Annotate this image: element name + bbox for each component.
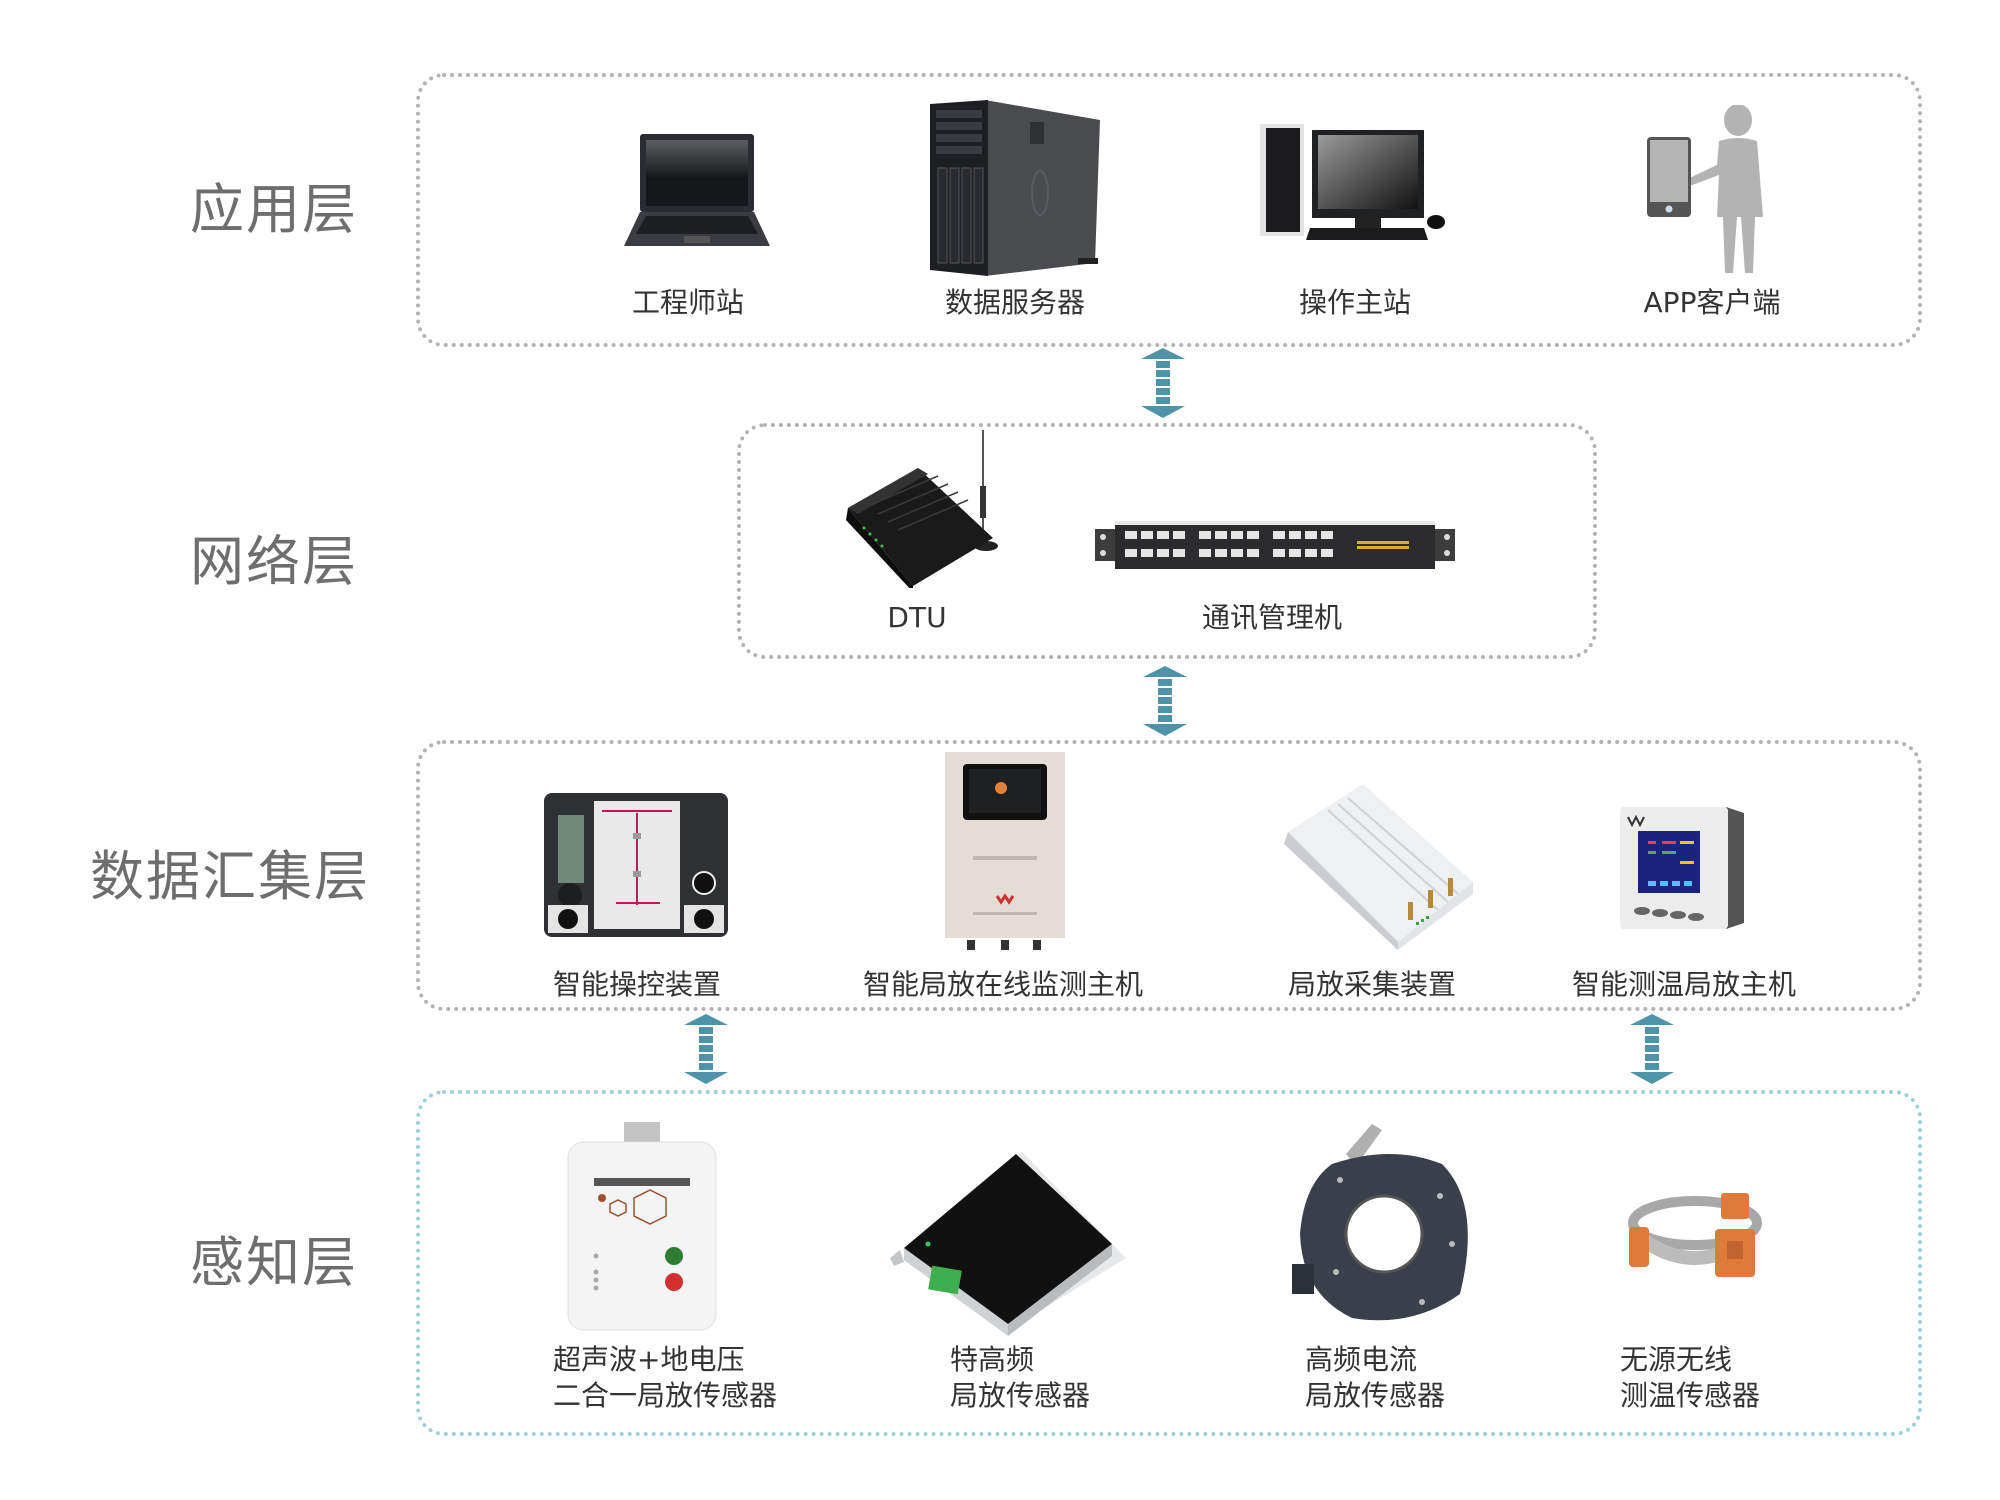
pd-acquisition-device-label: 局放采集装置 [1287, 968, 1457, 1001]
ultrasonic-tev-sensor [564, 1122, 720, 1332]
network-layer-label: 网络层 [190, 530, 358, 593]
wireless-temp-sensor-icon [1628, 1193, 1762, 1277]
application-layer-box [416, 73, 1922, 347]
ultrasonic-tev-sensor-label-line1: 超声波+地电压 [552, 1343, 745, 1376]
uhf-sensor-label-line2: 局放传感器 [949, 1379, 1091, 1413]
communication-manager [1095, 519, 1455, 571]
operator-station [1260, 122, 1450, 242]
hfct-sensor [1292, 1124, 1478, 1328]
uhf-sensor-label: 特高频 局放传感器 [950, 1342, 1090, 1415]
hfct-sensor-icon [1292, 1124, 1468, 1321]
wireless-temp-sensor-label: 无源无线 测温传感器 [1620, 1342, 1760, 1415]
communication-manager-label: 通讯管理机 [1201, 601, 1343, 634]
dtu-label: DTU [887, 601, 947, 634]
smart-control-device-label: 智能操控装置 [552, 968, 722, 1001]
temp-pd-host [1618, 805, 1748, 929]
uhf-sensor-icon [890, 1152, 1126, 1336]
ultrasonic-tev-sensor-label: 超声波+地电压 二合一局放传感器 [553, 1342, 777, 1415]
network-layer-box [737, 423, 1597, 659]
temperature-monitor-icon [1620, 807, 1744, 929]
desktop-computer-icon [1260, 124, 1445, 240]
hfct-sensor-label: 高频电流 局放传感器 [1305, 1342, 1445, 1415]
hfct-sensor-label-line1: 高频电流 [1304, 1343, 1418, 1376]
uhf-sensor-label-line1: 特高频 [949, 1343, 1035, 1376]
laptop-icon [624, 134, 770, 246]
wireless-temp-sensor-label-line2: 测温传感器 [1619, 1379, 1761, 1413]
person-with-phone-icon [1647, 105, 1763, 273]
hfct-sensor-label-line2: 局放传感器 [1304, 1379, 1446, 1413]
application-layer-label: 应用层 [190, 178, 358, 241]
rack-switch-icon [1095, 521, 1455, 569]
ultrasonic-tev-sensor-icon [567, 1122, 717, 1331]
data-collection-layer-box [416, 740, 1922, 1011]
engineer-station [622, 130, 772, 250]
engineer-station-label: 工程师站 [631, 286, 745, 319]
data-collection-layer-label: 数据汇集层 [90, 845, 370, 908]
sensing-layer-box [416, 1090, 1922, 1436]
bidirectional-arrow-icon [1630, 1014, 1674, 1084]
aluminum-collector-icon [1284, 784, 1473, 950]
operator-station-label: 操作主站 [1298, 286, 1412, 319]
app-client [1647, 105, 1777, 277]
wireless-temp-sensor [1625, 1183, 1765, 1293]
dtu [828, 428, 998, 588]
uhf-sensor [890, 1148, 1130, 1336]
pd-online-monitoring-host [943, 752, 1067, 956]
smart-control-device [544, 793, 728, 937]
pd-acquisition-device [1268, 782, 1478, 952]
wireless-temp-sensor-label-line1: 无源无线 [1619, 1343, 1733, 1376]
sensing-layer-label: 感知层 [190, 1231, 358, 1294]
pd-online-monitoring-host-label: 智能局放在线监测主机 [862, 968, 1144, 1001]
data-server-label: 数据服务器 [944, 286, 1086, 319]
smart-control-panel-icon [544, 793, 728, 937]
bidirectional-arrow-icon [1141, 348, 1185, 418]
tower-server-icon [930, 100, 1100, 276]
temp-pd-host-label: 智能测温局放主机 [1571, 968, 1797, 1001]
dtu-device-icon [846, 430, 998, 588]
wall-cabinet-icon [945, 752, 1065, 950]
app-client-label: APP客户端 [1643, 286, 1781, 319]
data-server [930, 98, 1100, 278]
bidirectional-arrow-icon [684, 1014, 728, 1084]
bidirectional-arrow-icon [1143, 666, 1187, 736]
ultrasonic-tev-sensor-label-line2: 二合一局放传感器 [552, 1379, 778, 1413]
